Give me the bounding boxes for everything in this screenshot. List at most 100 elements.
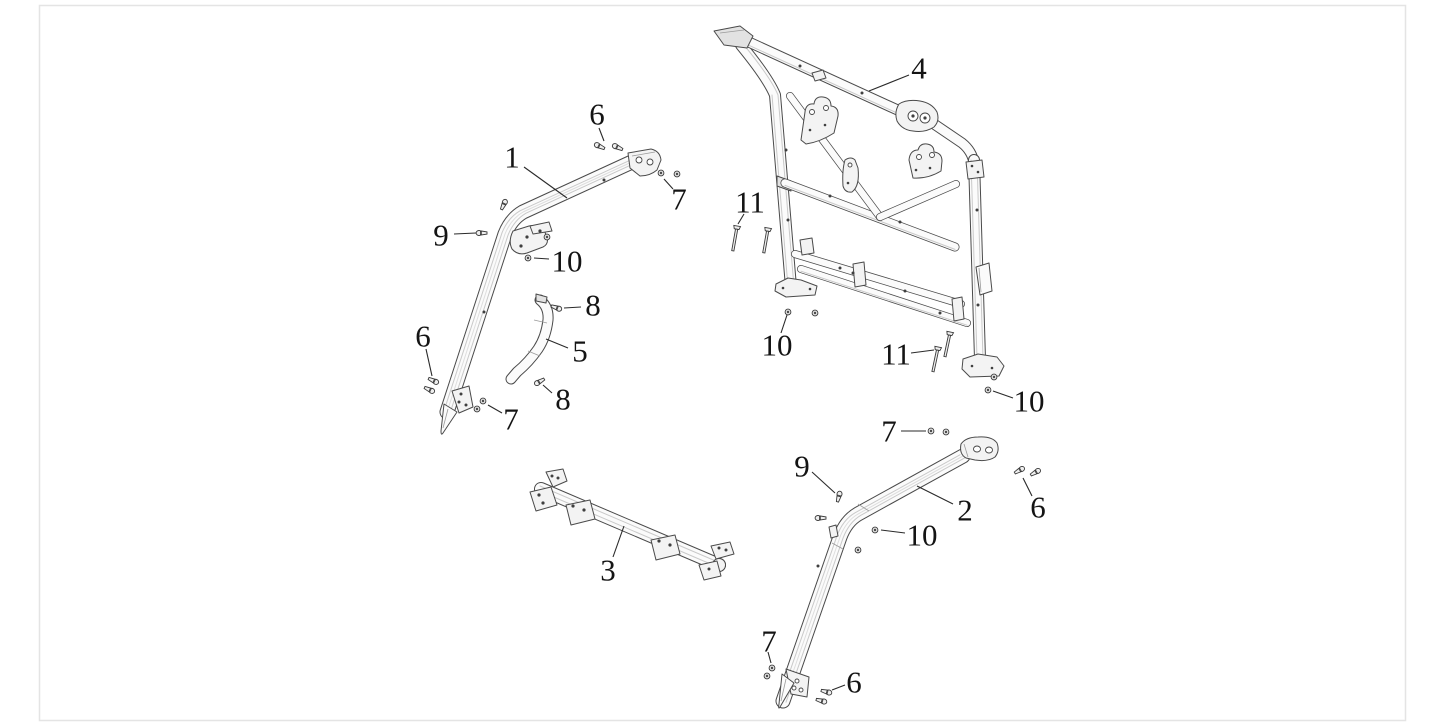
leader-line [487,404,503,414]
part-number-label[interactable]: 6 [415,319,431,354]
leader-line [523,166,568,199]
fastener-screw [593,142,606,151]
part-1-front-pillar-left [439,148,662,435]
part-number-label[interactable]: 5 [572,334,588,369]
fastener-screw [550,304,563,312]
fastener-nut [990,373,998,381]
callout-7[interactable]: 7 [487,402,519,437]
callout-10[interactable]: 10 [762,314,793,363]
fastener-screw [427,376,440,385]
callout-6[interactable]: 6 [1022,477,1046,525]
fastener-bolt [943,330,955,358]
callout-6[interactable]: 6 [415,319,433,377]
part-number-label[interactable]: 6 [1030,490,1046,525]
part-number-label[interactable]: 4 [911,51,927,86]
callout-6[interactable]: 6 [589,97,605,142]
fastener-nut [871,526,879,534]
callout-9[interactable]: 9 [433,218,477,253]
fastener-screw [1013,465,1025,475]
callout-9[interactable]: 9 [794,449,836,494]
part-number-label[interactable]: 6 [589,97,605,132]
corner-cap [713,25,754,49]
callout-7[interactable]: 7 [663,178,687,217]
part-number-label[interactable]: 7 [761,624,777,659]
part-number-label[interactable]: 11 [735,185,765,220]
callout-5[interactable]: 5 [545,334,588,369]
leader-line [542,384,553,394]
fastener-screw [475,230,488,236]
callout-2[interactable]: 2 [916,485,973,528]
part-number-label[interactable]: 9 [794,449,810,484]
canvas-border [38,4,1407,722]
fastener-nut [784,308,792,316]
part-2-front-pillar-right [775,436,999,709]
fastener-nut [942,428,950,436]
callout-4[interactable]: 4 [868,51,927,92]
fastener-nut [927,427,935,435]
leader-line [563,306,582,309]
callout-11[interactable]: 11 [881,337,935,372]
part-4-rear-cab-frame [713,25,1005,378]
part-number-label[interactable]: 7 [881,414,897,449]
fastener-screw [423,385,436,394]
leader-line [831,684,846,691]
fastener-nut [524,254,532,262]
fastener-nut [763,672,771,680]
callout-7[interactable]: 7 [761,624,777,664]
leader-line [880,529,906,534]
leader-line [868,74,910,92]
fastener-nut [984,386,992,394]
callout-10[interactable]: 10 [533,244,583,279]
leader-line [811,471,836,494]
fastener-nut [673,170,681,178]
part-number-label[interactable]: 7 [671,182,687,217]
fastener-nut [657,169,665,177]
fastener-nut [479,397,487,405]
callout-11[interactable]: 11 [735,185,765,225]
leader-line [910,349,935,354]
leader-line [533,257,550,260]
fastener-screw [814,515,827,521]
fastener-bolt [762,226,773,254]
leader-line [992,390,1014,399]
leader-line [545,338,569,349]
leader-line [1022,477,1033,497]
fastener-nut [854,546,862,554]
part-number-label[interactable]: 8 [555,382,571,417]
part-number-label[interactable]: 2 [957,493,973,528]
leader-line [425,348,433,377]
fastener-bolt [731,224,742,252]
callout-3[interactable]: 3 [600,525,625,588]
fastener-screw [534,377,546,387]
callout-1[interactable]: 1 [504,140,568,199]
fastener-screw [1029,467,1041,477]
fastener-nut [811,309,819,317]
part-number-label[interactable]: 8 [585,288,601,323]
part-number-label[interactable]: 7 [503,402,519,437]
leader-line [453,232,477,235]
callout-10[interactable]: 10 [880,518,938,553]
callout-8[interactable]: 8 [563,288,601,323]
part-number-label[interactable]: 10 [1014,384,1045,419]
leader-line [737,213,745,225]
part-number-label[interactable]: 9 [433,218,449,253]
callout-7[interactable]: 7 [881,414,926,449]
fastener-screw [815,697,828,705]
fastener-screw [835,490,843,503]
leader-line [663,178,674,190]
fastener-nut [768,664,776,672]
fastener-screw [820,688,833,696]
part-number-label[interactable]: 10 [762,328,793,363]
part-number-label[interactable]: 6 [846,665,862,700]
part-number-label[interactable]: 11 [881,337,911,372]
part-5-gusset-strap [505,293,554,385]
part-number-label[interactable]: 10 [907,518,938,553]
part-number-label[interactable]: 1 [504,140,520,175]
callout-6[interactable]: 6 [831,665,862,700]
part-number-label[interactable]: 10 [552,244,583,279]
part-number-label[interactable]: 3 [600,553,616,588]
callout-10[interactable]: 10 [992,384,1045,419]
callout-8[interactable]: 8 [542,382,571,417]
